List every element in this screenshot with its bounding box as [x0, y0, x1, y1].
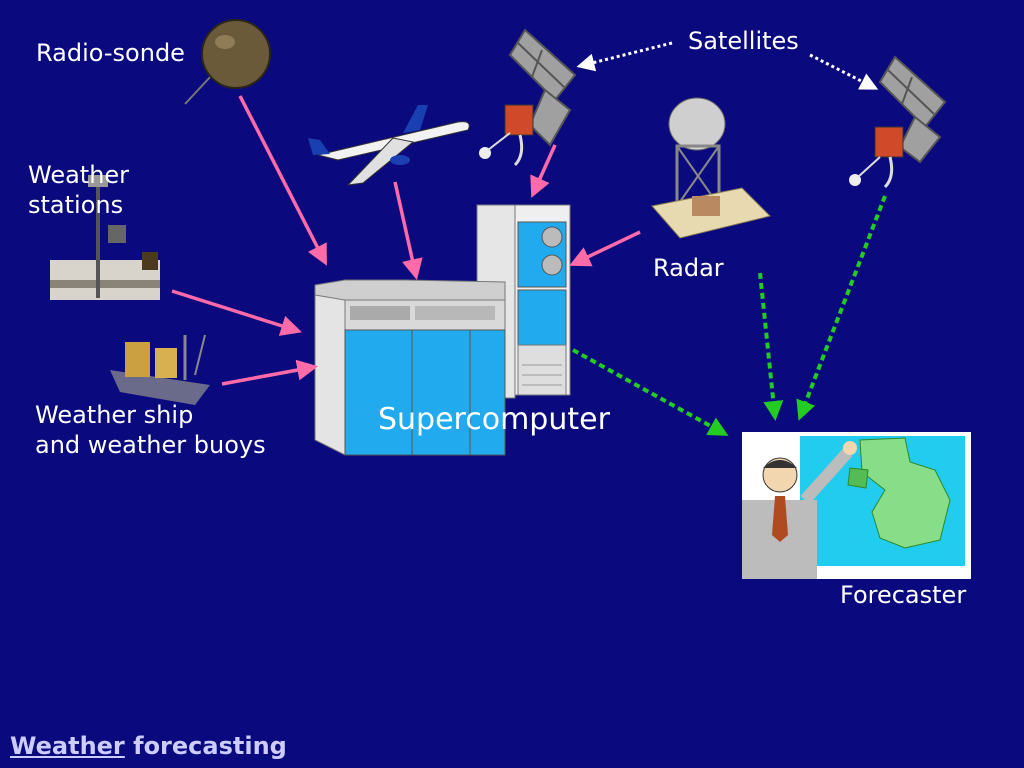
- weather-station-icon: [50, 175, 160, 300]
- arrow-satellite-to-forecaster: [796, 195, 887, 421]
- satellites-label: Satellites: [688, 27, 799, 55]
- arrow-weather-station-to-computer: [171, 289, 303, 336]
- supercomputer-icon: [314, 204, 571, 456]
- weather-stations-label: Weather stations: [28, 161, 130, 219]
- weather-ship-icon: [110, 334, 210, 405]
- weather-ship-label: Weather ship and weather buoys: [35, 401, 266, 459]
- arrow-weather-ship-to-computer: [221, 359, 319, 386]
- arrow-radiosonde-to-computer: [238, 95, 327, 266]
- weather-link[interactable]: Weather: [10, 732, 125, 760]
- radar-label: Radar: [653, 254, 724, 282]
- arrow-radar-to-computer: [569, 230, 641, 267]
- arrow-computer-to-forecaster: [572, 348, 729, 436]
- page-footer: Weather forecasting: [10, 732, 287, 760]
- arrow-satellites-label-right: [809, 53, 879, 90]
- radar-icon: [651, 97, 771, 239]
- forecaster-label: Forecaster: [840, 581, 967, 609]
- arrow-satellite-to-computer: [530, 144, 557, 198]
- arrow-radar-to-forecaster: [758, 272, 784, 421]
- satellite-icon: [479, 28, 577, 167]
- supercomputer-label: Supercomputer: [378, 402, 610, 437]
- arrow-satellites-label-left: [576, 41, 673, 72]
- forecaster-icon: [742, 432, 971, 579]
- airplane-icon: [308, 105, 470, 186]
- satellite-icon: [849, 55, 947, 189]
- radiosonde-label: Radio-sonde: [36, 39, 185, 67]
- radiosonde-balloon-icon: [184, 19, 271, 105]
- footer-title-rest: forecasting: [124, 732, 287, 760]
- arrow-airplane-to-computer: [393, 181, 423, 281]
